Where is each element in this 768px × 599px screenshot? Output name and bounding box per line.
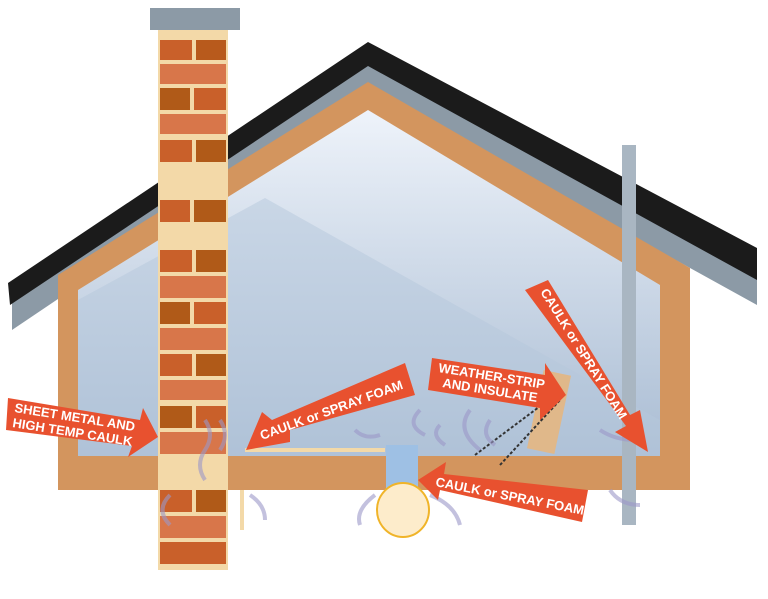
chimney-cap bbox=[150, 8, 240, 30]
roof bbox=[8, 42, 757, 305]
vent-pipe bbox=[622, 145, 636, 525]
wire-chase bbox=[245, 448, 385, 452]
arrow-sheet-metal: SHEET METAL AND HIGH TEMP CAULK bbox=[6, 398, 158, 457]
air-leak-squiggles bbox=[160, 408, 641, 527]
chimney bbox=[158, 30, 228, 570]
floor-beam bbox=[58, 456, 690, 490]
wire-rod bbox=[240, 490, 244, 530]
light-bulb bbox=[376, 482, 430, 538]
attic-ladder bbox=[474, 394, 556, 456]
